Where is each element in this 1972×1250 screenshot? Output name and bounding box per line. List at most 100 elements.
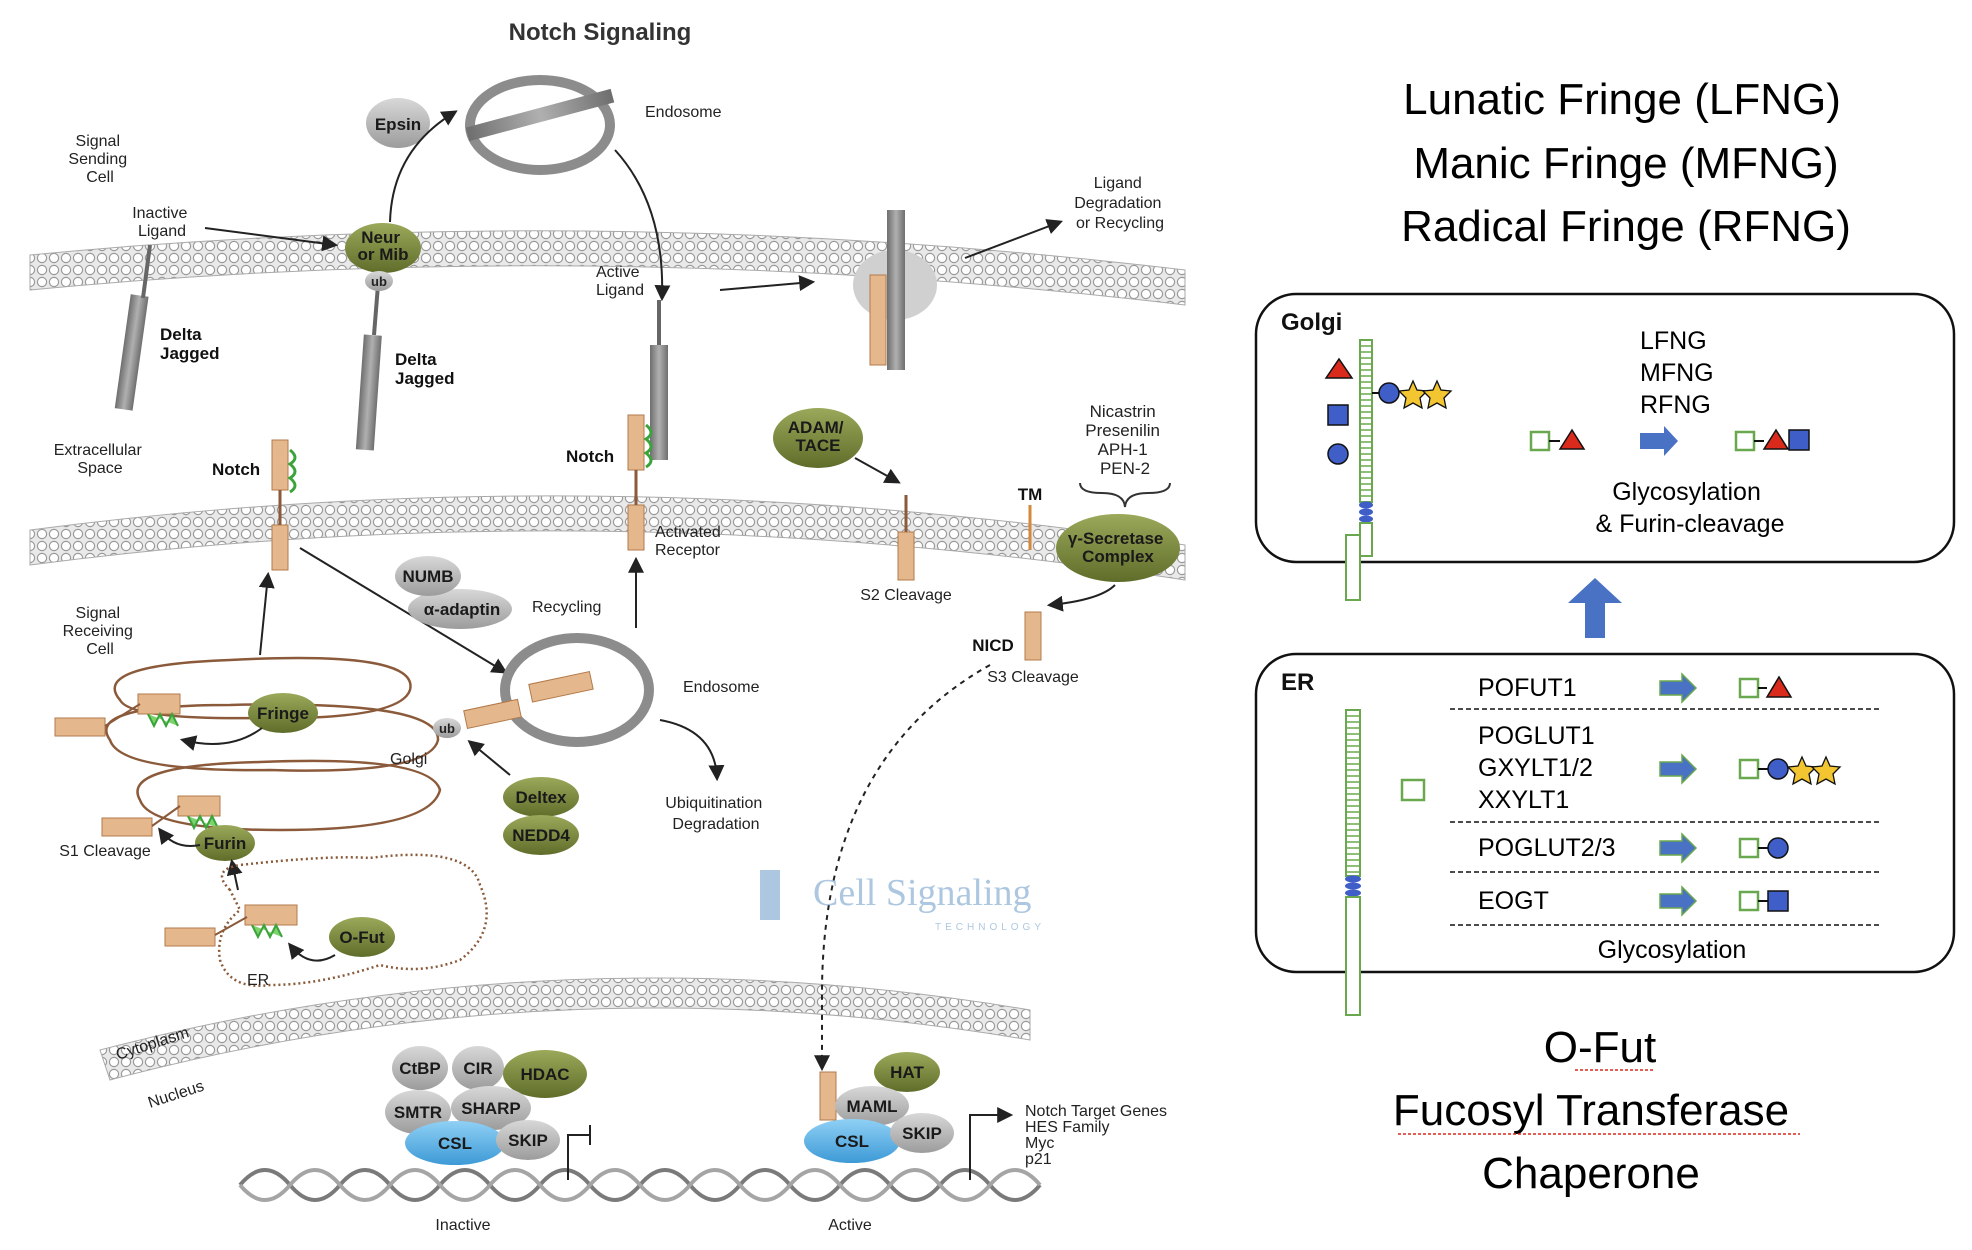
recycling-label: Recycling (532, 599, 601, 616)
epsin-label: Epsin (375, 115, 421, 134)
svg-text:SHARP: SHARP (461, 1099, 521, 1118)
golgi-glycan-chain (1372, 379, 1453, 410)
alpha-adaptin-protein (408, 589, 512, 629)
csl-protein-active (804, 1119, 900, 1163)
ligand-degradation-label: Ligand Degradation or Recycling (1074, 175, 1166, 232)
svg-text:NEDD4: NEDD4 (512, 826, 570, 845)
nicd-in-nucleus (819, 1071, 837, 1121)
furin-label: Furin (204, 834, 247, 853)
golgi-apparatus (105, 656, 442, 832)
neur-mib-label: Neur or Mib (358, 228, 409, 264)
svg-text:α-adaptin: α-adaptin (424, 600, 501, 619)
notch-label-1: Notch (212, 460, 260, 479)
er-notch (164, 904, 298, 947)
fringe-title-2: Manic Fringe (MFNG) (1413, 139, 1838, 188)
svg-text:ub: ub (371, 274, 387, 289)
er-row-eogt: EOGT (1450, 885, 1882, 926)
notch-label-2: Notch (566, 447, 614, 466)
golgi-caption: Glycosylation & Furin-cleavage (1596, 478, 1785, 538)
svg-text:EOGT: EOGT (1478, 887, 1549, 915)
bottom-title-2: Fucosyl Transferase (1393, 1086, 1789, 1135)
numb-protein (395, 556, 461, 596)
er-substrate-square (1400, 778, 1426, 802)
delta-jagged-rod-2 (355, 334, 382, 451)
er-box-label: ER (1281, 669, 1314, 696)
skip-protein-inactive (496, 1120, 560, 1160)
inactive-label: Inactive (435, 1217, 490, 1234)
svg-text:POGLUT1 GXYLT1/2: POGLUT1 GXYLT1/2 XXYLT1 (1478, 722, 1602, 814)
adam-tace-label: ADAM/ TACE (788, 418, 848, 455)
furin-protein (195, 825, 255, 861)
er-label: ER (247, 972, 269, 989)
golgi-box (1254, 292, 1956, 564)
er-row-poglut23: POGLUT2/3 (1450, 832, 1882, 873)
delta-jagged-rod-1 (114, 294, 149, 411)
svg-text:Deltex: Deltex (515, 788, 567, 807)
sharp-protein (451, 1086, 531, 1130)
svg-text:SKIP: SKIP (902, 1124, 942, 1143)
svg-text:CtBP: CtBP (399, 1059, 441, 1078)
svg-text:TECHNOLOGY: TECHNOLOGY (935, 922, 1045, 933)
active-ligand-rod (650, 345, 668, 460)
hdac-protein (503, 1050, 587, 1098)
nucleus-label: Nucleus (146, 1078, 206, 1112)
ligand-degradation-complex (853, 210, 937, 370)
golgi-blue-square (1327, 404, 1349, 426)
golgi-reaction-arrow (1640, 426, 1678, 456)
notch-receptor-1 (271, 439, 289, 491)
svg-text:NUMB: NUMB (403, 567, 454, 586)
signal-sending-cell-label: Signal Sending Cell (68, 133, 131, 186)
dna-strand-2 (238, 1168, 1042, 1202)
gamma-secretase-complex (1056, 514, 1180, 582)
nuclear-membrane (99, 977, 1031, 1081)
endosome-top-label: Endosome (645, 104, 722, 121)
svg-text:Cell Signaling: Cell Signaling (813, 872, 1032, 914)
golgi-label: Golgi (390, 751, 427, 768)
nicd-label: NICD (972, 636, 1014, 655)
delta-jagged-label-2: Delta Jagged (395, 350, 455, 388)
golgi-reaction (1529, 426, 1810, 456)
er-row-pofut1: POFUT1 (1450, 672, 1882, 710)
bottom-title-1: O-Fut (1544, 1023, 1656, 1072)
notch-pathway-panel: Notch Signaling Endosome Epsin Signal Se… (29, 19, 1186, 1234)
svg-text:SMTR: SMTR (394, 1103, 442, 1122)
golgi-box-label: Golgi (1281, 309, 1342, 336)
figure-title: Notch Signaling (509, 19, 692, 46)
svg-text:CIR: CIR (463, 1059, 492, 1078)
target-genes-label: Notch Target Genes HES Family Myc p21 (1025, 1103, 1171, 1168)
er-membrane (217, 853, 488, 987)
deltex-protein (503, 777, 579, 817)
csl-protein-inactive (405, 1121, 505, 1165)
golgi-blue-circle (1327, 443, 1349, 465)
activated-receptor-label: Activated Receptor (655, 524, 725, 559)
cir-protein (452, 1046, 504, 1090)
neur-mib-protein (345, 223, 421, 273)
ctbp-protein (392, 1046, 448, 1090)
svg-text:SKIP: SKIP (508, 1131, 548, 1150)
tm-label: TM (1018, 485, 1043, 504)
golgi-notch-2 (101, 795, 221, 837)
epsin-protein (366, 98, 430, 148)
golgi-notch-receptor (1345, 339, 1373, 601)
nicd-fragment (1024, 611, 1042, 661)
ubiquitination-label: Ubiquitination Degradation (665, 795, 766, 833)
adam-tace-protein (773, 408, 863, 468)
maml-protein (835, 1086, 909, 1126)
svg-text:HAT: HAT (890, 1063, 924, 1082)
delta-jagged-label-1: Delta Jagged (160, 325, 220, 363)
svg-text:POFUT1: POFUT1 (1478, 674, 1577, 702)
cell-signaling-watermark: Cell Signaling TECHNOLOGY (760, 870, 1045, 933)
endosome-mid (463, 633, 654, 747)
svg-text:POGLUT2/3: POGLUT2/3 (1478, 834, 1616, 862)
svg-text:HDAC: HDAC (520, 1065, 569, 1084)
gamma-secretase-label: γ-Secretase Complex (1068, 529, 1168, 566)
extracellular-space-label: Extracellular Space (54, 442, 146, 477)
o-fut-protein (329, 917, 395, 957)
svg-text:MAML: MAML (847, 1097, 898, 1116)
hat-protein (874, 1052, 940, 1092)
active-label: Active (828, 1217, 872, 1234)
active-ligand-label: Active Ligand (596, 264, 644, 299)
fringe-glycosylation-panel: Lunatic Fringe (LFNG) Manic Fringe (MFNG… (1254, 75, 1956, 1198)
endosome-mid-label: Endosome (683, 679, 760, 696)
